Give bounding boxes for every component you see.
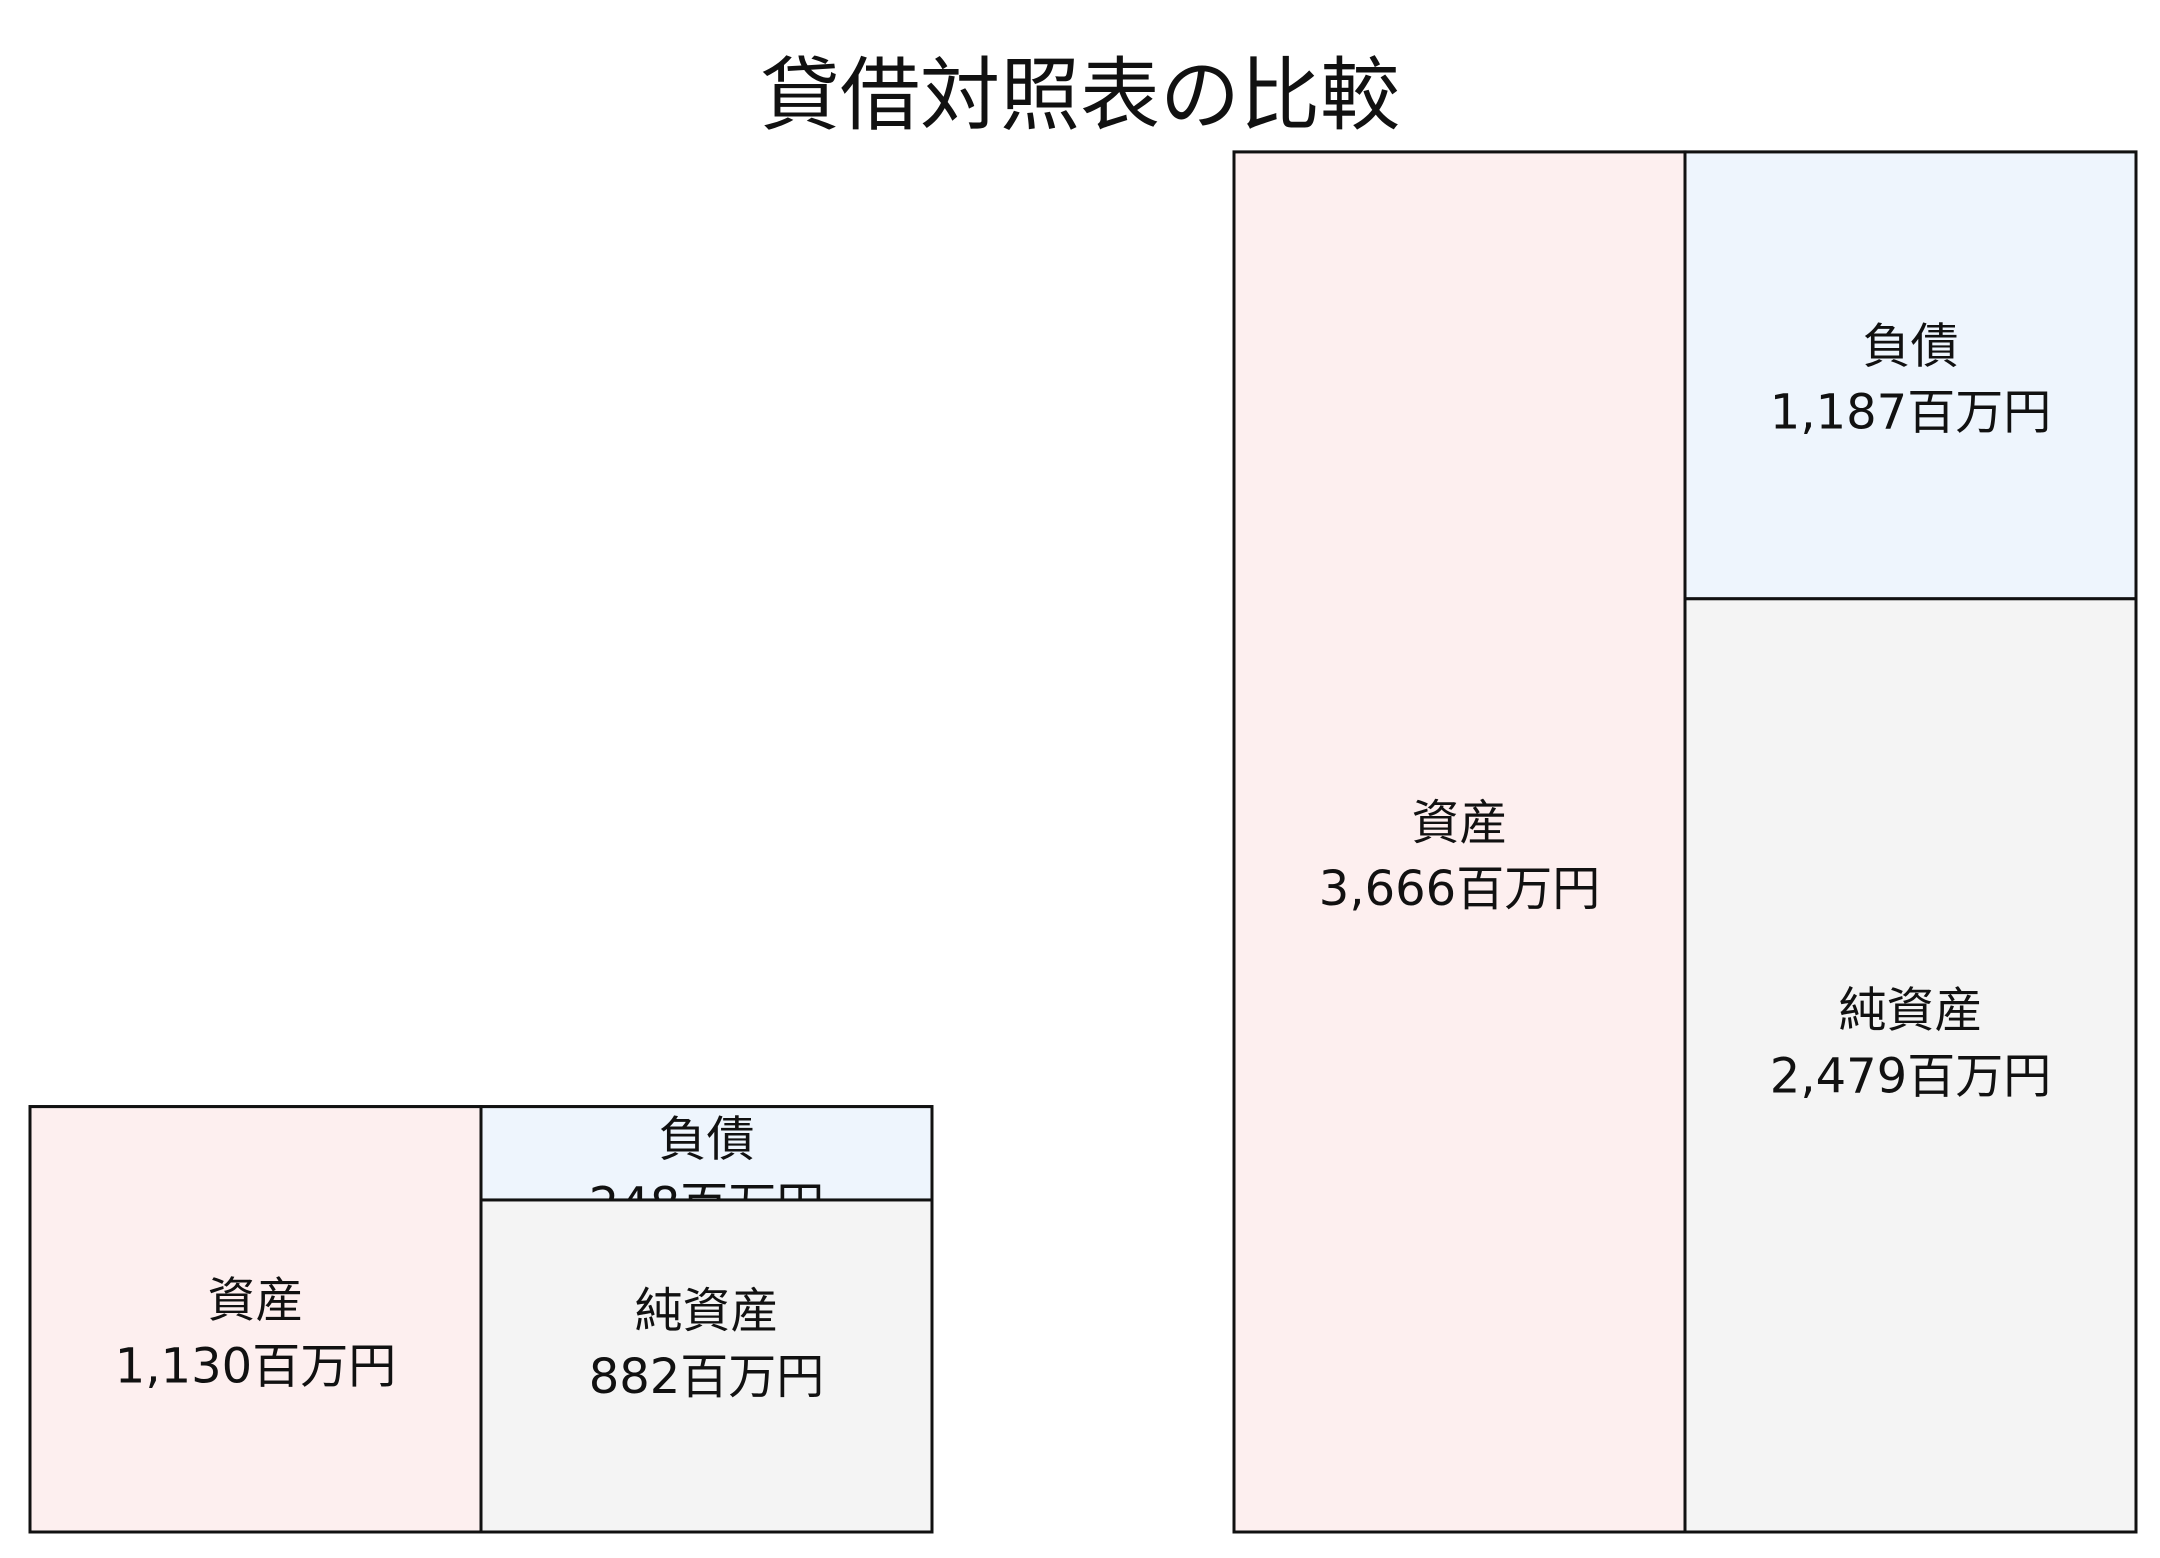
balance-sheet-1: 資産 1,130百万円 負債 248百万円 純資産 882百万円 [28,1105,934,1534]
bs2-net-assets-label: 純資産 [1838,982,1982,1038]
bs2-liabilities-label: 負債 [1862,318,1958,374]
bs2-assets-label: 資産 [1411,795,1507,851]
chart-title: 貸借対照表の比較 [760,49,1400,142]
bs1-liabilities-bar [479,1105,934,1202]
bs2-assets-bar [1232,150,1687,1534]
bs1-liabilities-label: 負債 [658,1112,754,1168]
balance-sheet-2: 資産 3,666百万円 負債 1,187百万円 純資産 2,479百万円 [1232,150,2138,1534]
bs1-assets-label: 資産 [207,1272,303,1328]
bs1-assets-value: 1,130百万円 [115,1338,396,1394]
bs1-assets-bar [28,1105,483,1534]
bs2-assets-value: 3,666百万円 [1319,861,1600,917]
bs2-net-assets-bar [1683,597,2138,1534]
bs1-net-assets-bar [479,1198,934,1534]
bs2-liabilities-bar [1683,150,2138,601]
bs1-net-assets-value: 882百万円 [589,1349,825,1405]
bs1-net-assets-label: 純資産 [634,1283,778,1339]
bs2-net-assets-value: 2,479百万円 [1770,1048,2051,1104]
bs1-liabilities-value: 248百万円 [589,1178,825,1234]
bs2-liabilities-value: 1,187百万円 [1770,384,2051,440]
